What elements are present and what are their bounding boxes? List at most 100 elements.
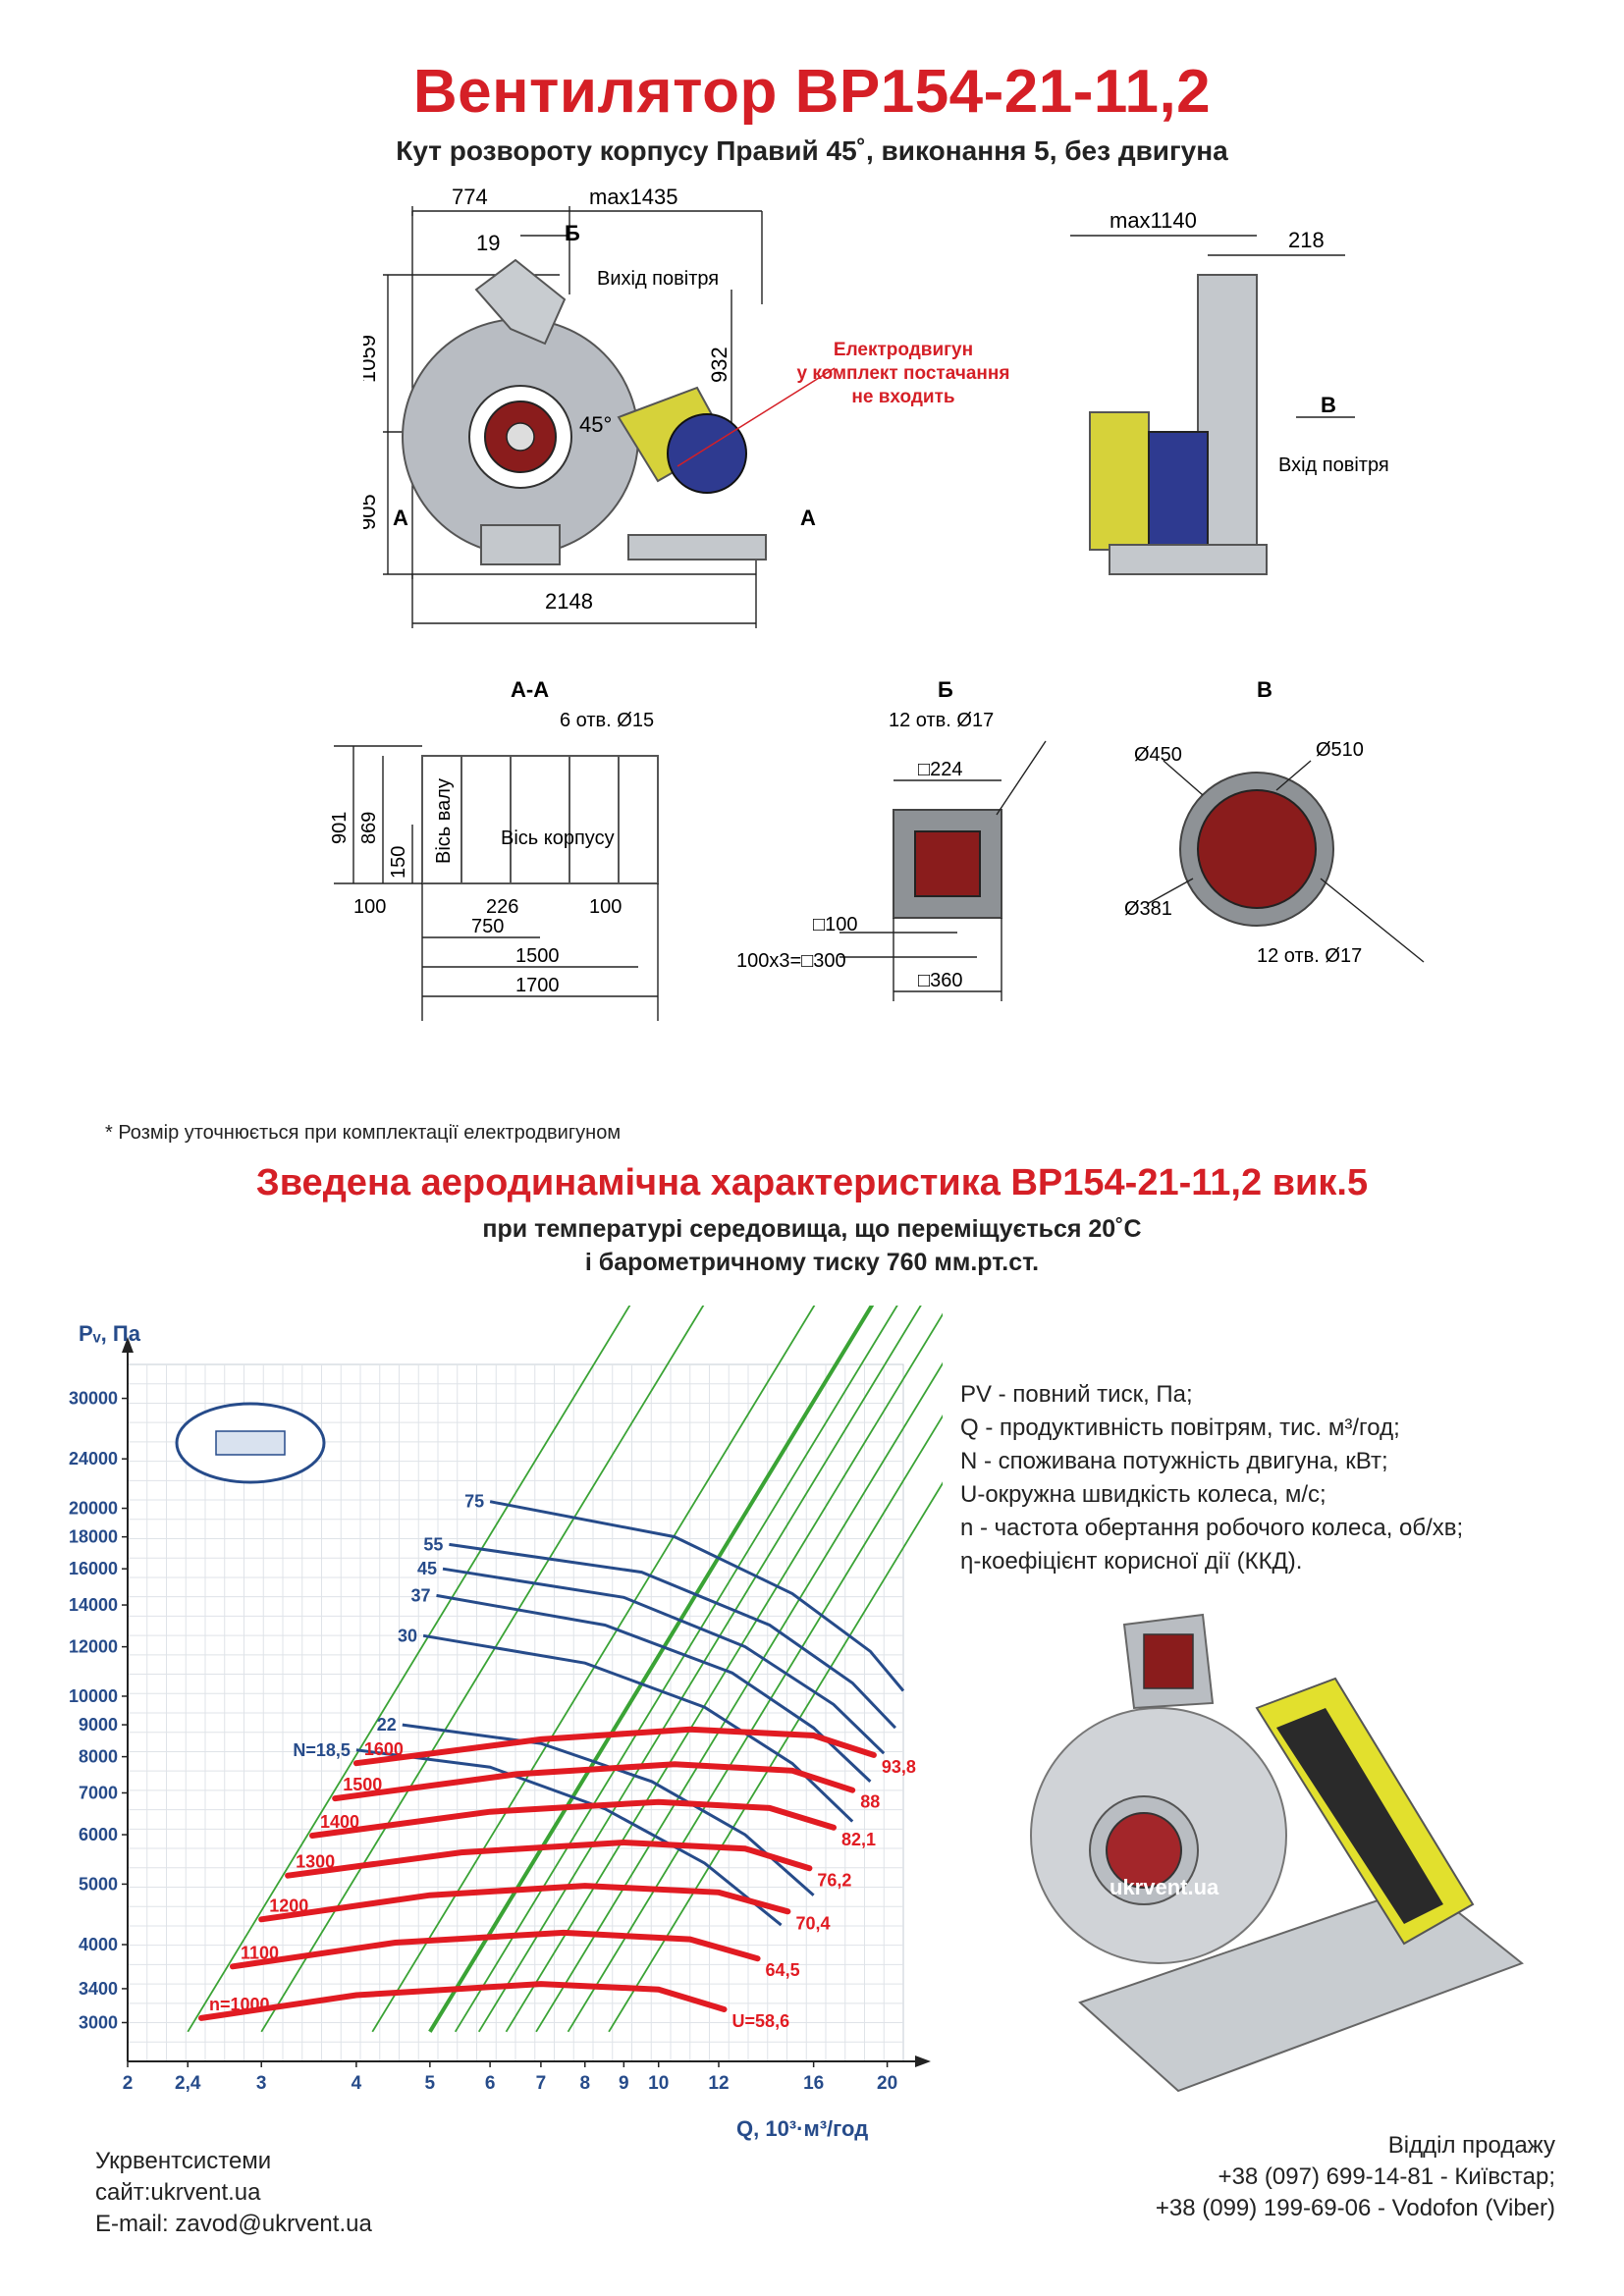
side-view-drawing: 774 max1435 19 45° 1059 905 932 2148 Б В…: [363, 187, 836, 628]
y-tick-label: 5000: [79, 1874, 118, 1894]
motor-note: Електродвигун у комплект постачання не в…: [796, 340, 1010, 407]
dim-1059: 1059: [363, 335, 380, 383]
belt-guard-front: [1089, 411, 1150, 551]
chart-xlabel: Q, 10³·м³/год: [736, 2116, 868, 2141]
speed-curve-label: 1600: [364, 1739, 404, 1759]
power-curve-label: 37: [410, 1585, 430, 1605]
dim-2148: 2148: [545, 589, 593, 614]
dim-932: 932: [707, 347, 731, 383]
svg-text:226: 226: [486, 896, 518, 918]
power-curve-label: 55: [423, 1534, 443, 1554]
section-b-title: Б: [938, 677, 953, 702]
y-tick-label: 18000: [69, 1527, 118, 1547]
svg-text:Ø381: Ø381: [1124, 898, 1172, 920]
page-subtitle: Кут розвороту корпусу Правий 45˚, викона…: [396, 135, 1228, 166]
y-tick-label: 7000: [79, 1783, 118, 1802]
fan-outlet: [474, 258, 567, 346]
y-tick-label: 20000: [69, 1499, 118, 1519]
phone-kyivstar[interactable]: +38 (097) 699-14-81 - Київстар;: [1218, 2163, 1555, 2190]
power-curve-label: 45: [417, 1559, 437, 1578]
contacts-right: Відділ продажу +38 (097) 699-14-81 - Киї…: [1156, 2130, 1555, 2224]
y-tick-label: 10000: [69, 1686, 118, 1706]
motor-icon: [667, 413, 747, 494]
svg-text:□224: □224: [918, 759, 962, 780]
speed-curve-u-label: U=58,6: [732, 2011, 790, 2031]
dim-218: 218: [1288, 228, 1325, 252]
front-view-drawing: max1140 218 В Вхід повітря: [1070, 208, 1389, 575]
page-title: Вентилятор ВР154-21-11,2: [412, 58, 1212, 126]
x-tick-label: 12: [708, 2073, 729, 2094]
power-curve: [442, 1567, 886, 1755]
svg-text:901: 901: [329, 812, 351, 844]
power-curve-label: 30: [398, 1626, 417, 1645]
section-aa-holes: 6 отв. Ø15: [560, 710, 654, 731]
section-v-drawing: В Ø450 Ø510 Ø381 12 отв. Ø17: [1124, 677, 1425, 967]
chart-stamp: [175, 1402, 326, 1484]
email-link[interactable]: E-mail: zavod@ukrvent.ua: [95, 2211, 372, 2237]
chart-speed-curves: n=1000U=58,6110064,5120070,4130076,21400…: [198, 1726, 916, 2031]
x-tick-label: 9: [619, 2073, 629, 2094]
svg-text:1500: 1500: [515, 945, 560, 967]
dim-19: 19: [476, 231, 500, 255]
x-tick-label: 2: [123, 2073, 134, 2094]
speed-curve-label: 1500: [343, 1775, 382, 1794]
speed-curve: [198, 1981, 728, 2021]
x-axis-arrow: [915, 2056, 931, 2067]
motor-front-icon: [1148, 431, 1209, 546]
svg-text:100: 100: [353, 896, 386, 918]
section-aa-title: А-А: [511, 677, 549, 702]
shaft-axis-label: Вісь валу: [433, 778, 455, 864]
power-curve: [422, 1633, 854, 1823]
speed-curve: [352, 1726, 877, 1767]
section-b-drawing: Б 12 отв. Ø17 □224 □100 100х3=□300 □360: [736, 677, 1047, 1001]
y-tick-label: 24000: [69, 1449, 118, 1468]
efficiency-line: [428, 1306, 875, 2033]
inlet-opening-v: [1197, 789, 1317, 909]
svg-text:□100: □100: [813, 914, 857, 935]
sales-title: Відділ продажу: [1387, 2132, 1555, 2159]
x-tick-label: 6: [485, 2073, 496, 2094]
outlet-label: Вихід повітря: [597, 268, 719, 290]
section-b-marker: Б: [565, 221, 580, 245]
aero-title: Зведена аеродинамічна характеристика ВР1…: [255, 1162, 1369, 1203]
power-curve: [355, 1748, 783, 1927]
aero-line2: і барометричному тиску 760 мм.рт.ст.: [584, 1249, 1040, 1276]
phone-vodafone[interactable]: +38 (099) 199-69-06 - Vodofon (Viber): [1155, 2195, 1555, 2221]
y-tick-label: 16000: [69, 1559, 118, 1578]
svg-text:100х3=□300: 100х3=□300: [736, 950, 846, 972]
y-tick-label: 3000: [79, 2012, 118, 2032]
dim-45: 45°: [579, 412, 612, 437]
efficiency-line: [535, 1362, 943, 2033]
watermark-3d: ukrvent.ua: [1110, 1875, 1219, 1899]
efficiency-line: [260, 1306, 705, 2033]
svg-text:869: 869: [358, 812, 380, 844]
section-b-holes: 12 отв. Ø17: [889, 710, 994, 731]
speed-curve-label: 1100: [241, 1943, 279, 1962]
motor-frame: [627, 534, 767, 561]
inlet-label: Вхід повітря: [1278, 454, 1389, 476]
section-v-holes: 12 отв. Ø17: [1257, 945, 1362, 967]
impeller-3d: [1106, 1812, 1182, 1889]
svg-text:Ø450: Ø450: [1134, 744, 1182, 766]
speed-curve-label: n=1000: [209, 1995, 270, 2014]
svg-text:Ø510: Ø510: [1316, 739, 1364, 761]
efficiency-line: [505, 1312, 943, 2033]
efficiency-line: [454, 1306, 898, 2033]
svg-text:150: 150: [388, 846, 409, 879]
x-tick-label: 5: [425, 2073, 436, 2094]
base-front: [1109, 544, 1268, 575]
y-tick-label: 12000: [69, 1637, 118, 1657]
x-tick-label: 8: [579, 2073, 590, 2094]
power-curve: [449, 1542, 896, 1730]
dim-max1140: max1140: [1110, 208, 1197, 233]
site-link[interactable]: сайт:ukrvent.ua: [95, 2179, 261, 2206]
fan-support: [480, 524, 561, 565]
svg-text:100: 100: [589, 896, 622, 918]
legend-item: η-коефіцієнт корисної дії (ККД).: [960, 1548, 1303, 1575]
aero-line1: при температурі середовища, що переміщує…: [482, 1215, 1142, 1243]
chart-ylabel: Pᵥ, Па: [79, 1321, 141, 1346]
speed-curve-u-label: 76,2: [817, 1870, 851, 1890]
legend-item: PV - повний тиск, Па;: [960, 1381, 1193, 1408]
